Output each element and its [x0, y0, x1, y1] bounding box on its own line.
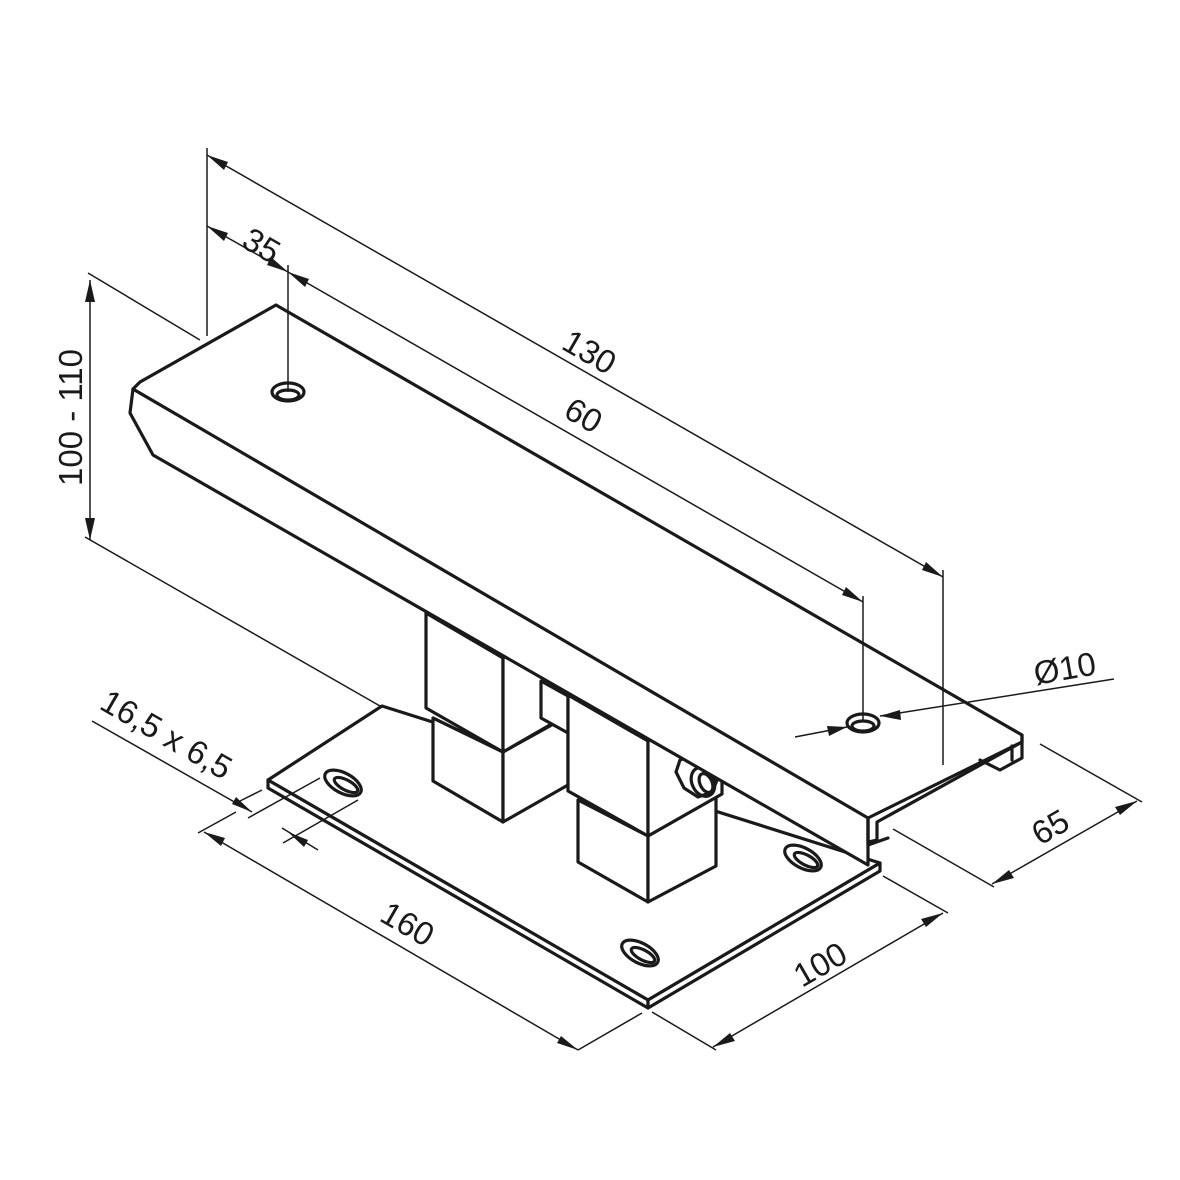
- label-160: 160: [375, 894, 441, 954]
- slot-icon: [620, 938, 660, 968]
- slot-icon: [783, 843, 823, 873]
- label-130: 130: [557, 322, 623, 382]
- base-plate: [266, 704, 882, 1010]
- top-channel: [128, 303, 1024, 867]
- label-100: 100: [787, 934, 853, 994]
- label-35: 35: [237, 220, 287, 270]
- label-65: 65: [1025, 802, 1075, 852]
- label-60: 60: [559, 390, 609, 440]
- label-height: 100 - 110: [52, 349, 89, 486]
- dimension-lines: [84, 148, 1143, 1051]
- label-diameter: Ø10: [1031, 645, 1099, 692]
- slot-icon: [323, 768, 363, 798]
